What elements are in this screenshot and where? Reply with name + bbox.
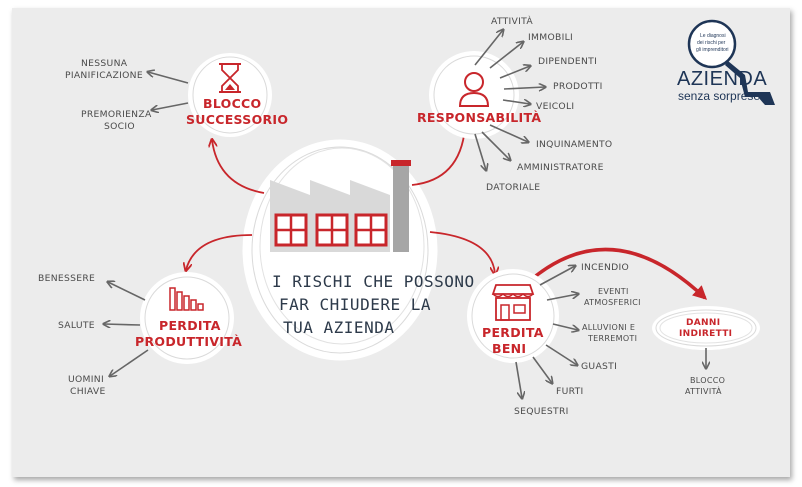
resp-item-amministratore: AMMINISTRATORE bbox=[517, 162, 604, 173]
prod-item-benessere: BENESSERE bbox=[38, 273, 95, 284]
resp-item-datoriale: DATORIALE bbox=[486, 182, 540, 193]
logo-subtitle: senza sorprese bbox=[678, 89, 760, 103]
blocco-title-line2: SUCCESSORIO bbox=[186, 112, 288, 127]
brand-logo: Le diagnosi dei rischi per gli imprendit… bbox=[677, 19, 775, 105]
arrow-beni-3 bbox=[552, 323, 578, 330]
arrow-resp-4 bbox=[503, 87, 545, 89]
logo-name: AZIENDA bbox=[677, 68, 767, 90]
arrow-prod-1 bbox=[108, 282, 146, 301]
factory-icon bbox=[270, 160, 411, 252]
center-title-line1: I RISCHI CHE POSSONO bbox=[272, 272, 475, 291]
beni-title-line2: BENI bbox=[492, 341, 526, 356]
produttivita-title-line1: PERDITA bbox=[159, 318, 221, 333]
magnifier-handle-icon bbox=[725, 61, 775, 105]
arrow-to-responsabilita bbox=[411, 128, 465, 186]
blocco-title-line1: BLOCCO bbox=[203, 96, 261, 111]
prod-item-uomini: UOMINI bbox=[68, 374, 104, 385]
arrow-resp-1 bbox=[474, 30, 503, 66]
arrow-blocco-2 bbox=[152, 102, 189, 110]
beni-item-terremoti: TERREMOTI bbox=[587, 334, 637, 343]
node-responsabilita: RESPONSABILITÀ bbox=[417, 51, 541, 139]
arrow-resp-7 bbox=[481, 131, 510, 160]
arrow-resp-6 bbox=[489, 124, 528, 142]
responsabilita-title: RESPONSABILITÀ bbox=[417, 110, 541, 125]
hourglass-icon bbox=[219, 63, 241, 93]
arrow-resp-2 bbox=[489, 42, 523, 69]
produttivita-title-line2: PRODUTTIVITÀ bbox=[135, 334, 242, 349]
center-title-line3: TUA AZIENDA bbox=[283, 318, 394, 337]
node-danni-indiretti: DANNI INDIRETTI bbox=[652, 306, 760, 350]
beni-item-sequestri: SEQUESTRI bbox=[514, 406, 569, 417]
danni-item-blocco: BLOCCO bbox=[690, 376, 725, 385]
arrow-resp-3 bbox=[499, 66, 530, 79]
beni-item-atmosferici: ATMOSFERICI bbox=[584, 298, 641, 307]
blocco-item-nessuna: NESSUNA bbox=[81, 58, 128, 69]
node-blocco-successorio: BLOCCO SUCCESSORIO bbox=[186, 53, 288, 137]
arrow-beni-4 bbox=[545, 344, 577, 365]
node-perdita-produttivita: PERDITA PRODUTTIVITÀ bbox=[135, 272, 242, 364]
arrow-prod-2 bbox=[104, 324, 141, 325]
blocco-item-premorienza: PREMORIENZA bbox=[81, 109, 152, 120]
beni-item-incendio: INCENDIO bbox=[581, 262, 629, 273]
arrow-blocco-1 bbox=[148, 72, 189, 84]
danni-item-attivita: ATTIVITÀ bbox=[685, 385, 722, 396]
beni-item-furti: FURTI bbox=[556, 386, 584, 397]
arrow-resp-8 bbox=[474, 133, 486, 170]
declining-bars-icon bbox=[169, 287, 204, 311]
resp-item-inquinamento: INQUINAMENTO bbox=[536, 139, 612, 150]
resp-item-veicoli: VEICOLI bbox=[536, 101, 574, 112]
danni-title-line1: DANNI bbox=[686, 318, 720, 328]
logo-tagline-3: gli imprenditori bbox=[696, 47, 729, 53]
arrow-prod-3 bbox=[110, 349, 149, 376]
beni-item-alluvioni: ALLUVIONI E bbox=[582, 323, 635, 332]
node-perdita-beni: PERDITA BENI bbox=[467, 269, 559, 363]
logo-tagline-1: Le diagnosi bbox=[700, 33, 726, 39]
beni-title-line1: PERDITA bbox=[482, 325, 544, 340]
shop-icon bbox=[491, 284, 535, 321]
logo-tagline-2: dei rischi per bbox=[697, 40, 726, 46]
arrow-beni-5 bbox=[532, 356, 552, 383]
beni-item-eventi: EVENTI bbox=[598, 287, 629, 296]
center-title-line2: FAR CHIUDERE LA bbox=[279, 295, 431, 314]
arrow-beni-2 bbox=[546, 294, 578, 301]
central-hub: I RISCHI CHE POSSONO FAR CHIUDERE LA TUA… bbox=[242, 139, 475, 361]
prod-item-salute: SALUTE bbox=[58, 320, 95, 331]
resp-item-immobili: IMMOBILI bbox=[528, 32, 573, 43]
arrow-beni-1 bbox=[539, 266, 575, 286]
resp-item-dipendenti: DIPENDENTI bbox=[538, 56, 597, 67]
arrow-beni-6 bbox=[515, 361, 522, 398]
blocco-item-socio: SOCIO bbox=[104, 121, 135, 132]
person-icon bbox=[458, 72, 490, 107]
danni-title-line2: INDIRETTI bbox=[679, 329, 732, 339]
beni-item-guasti: GUASTI bbox=[581, 361, 617, 372]
arrow-to-beni bbox=[429, 231, 495, 274]
resp-item-attivita: ATTIVITÀ bbox=[491, 15, 533, 27]
arrow-to-blocco bbox=[212, 140, 265, 194]
arrow-to-produttivita bbox=[186, 234, 253, 270]
arrow-resp-5 bbox=[502, 100, 530, 104]
blocco-item-pianificazione: PIANIFICAZIONE bbox=[65, 70, 143, 81]
resp-item-prodotti: PRODOTTI bbox=[553, 81, 603, 92]
prod-item-chiave: CHIAVE bbox=[70, 386, 106, 397]
arrow-to-danni bbox=[523, 247, 708, 300]
